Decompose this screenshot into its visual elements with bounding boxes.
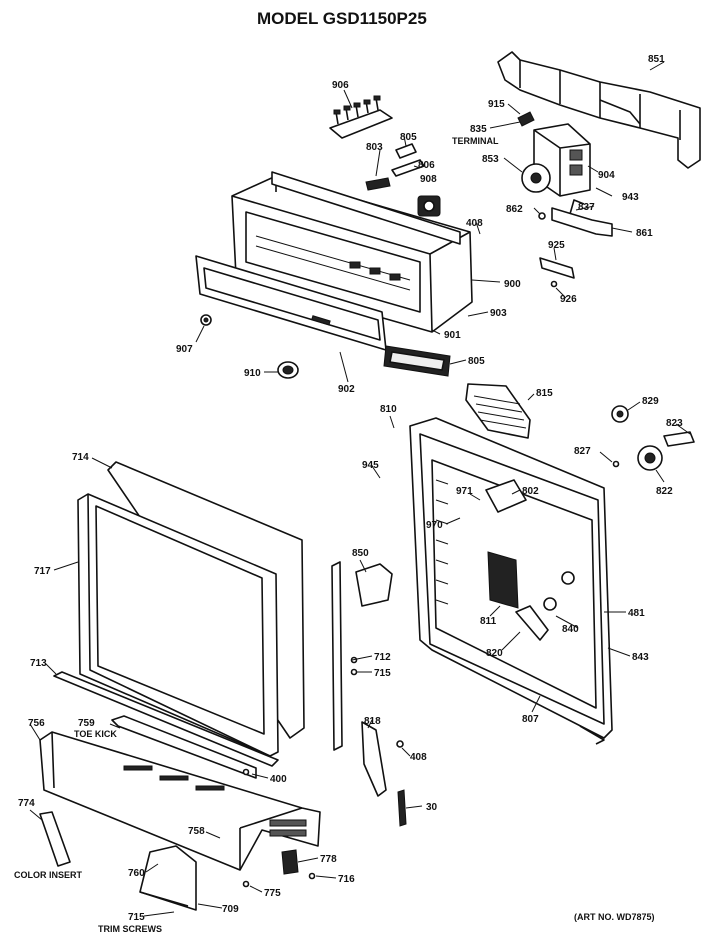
- label-850: 850: [352, 548, 369, 559]
- knob-907: [200, 314, 212, 326]
- switch-block-906: [329, 95, 393, 139]
- label-827: 827: [574, 446, 591, 457]
- motor-908: [417, 195, 441, 217]
- label-823: 823: [666, 418, 683, 429]
- label-716: 716: [338, 874, 355, 885]
- label-907: 907: [176, 344, 193, 355]
- label-900: 900: [504, 279, 521, 290]
- label-903: 903: [490, 308, 507, 319]
- label-904: 904: [598, 170, 615, 181]
- label-774: 774: [18, 798, 35, 809]
- label-908: 908: [420, 174, 437, 185]
- label-758: 758: [188, 826, 205, 837]
- side-trim-712: [331, 561, 358, 751]
- label-713: 713: [30, 658, 47, 669]
- frame-bracket-851: [497, 51, 701, 169]
- label-803: 803: [366, 142, 383, 153]
- vent-815: [465, 383, 531, 439]
- art-number: (ART NO. WD7875): [574, 912, 655, 922]
- label-925: 925: [548, 240, 565, 251]
- label-945: 945: [362, 460, 379, 471]
- label-759: 759: [78, 718, 95, 729]
- label-806: 806: [418, 160, 435, 171]
- label-805b: 805: [468, 356, 485, 367]
- label-915: 915: [488, 99, 505, 110]
- caption-trim-screws: TRIM SCREWS: [98, 924, 162, 934]
- label-902: 902: [338, 384, 355, 395]
- label-815: 815: [536, 388, 553, 399]
- bracket-850: [355, 563, 393, 607]
- caption-toe-kick: TOE KICK: [74, 729, 117, 739]
- label-714: 714: [72, 452, 89, 463]
- label-820: 820: [486, 648, 503, 659]
- hinge-818: [361, 721, 404, 797]
- spring-30: [397, 789, 407, 827]
- toe-kick-756: [39, 715, 321, 871]
- label-778: 778: [320, 854, 337, 865]
- label-970: 970: [426, 520, 443, 531]
- label-715b: 715: [128, 912, 145, 923]
- label-709: 709: [222, 904, 239, 915]
- label-910: 910: [244, 368, 261, 379]
- kick-plate-709: [139, 845, 250, 911]
- label-822: 822: [656, 486, 673, 497]
- label-926: 926: [560, 294, 577, 305]
- label-818: 818: [364, 716, 381, 727]
- clip-778: [281, 849, 316, 880]
- label-901: 901: [444, 330, 461, 341]
- label-810: 810: [380, 404, 397, 415]
- timer-904: [517, 111, 591, 197]
- label-408b: 408: [410, 752, 427, 763]
- label-807: 807: [522, 714, 539, 725]
- label-802: 802: [522, 486, 539, 497]
- label-400: 400: [270, 774, 287, 785]
- part-labels: 851 906 915 835 805 803 806 908 853 904 …: [18, 54, 683, 923]
- label-971: 971: [456, 486, 473, 497]
- label-30: 30: [426, 802, 438, 813]
- label-805: 805: [400, 132, 417, 143]
- label-943: 943: [622, 192, 639, 203]
- label-715: 715: [374, 668, 391, 679]
- label-775: 775: [264, 888, 281, 899]
- label-840: 840: [562, 624, 579, 635]
- label-756: 756: [28, 718, 45, 729]
- leader-lines: [29, 61, 691, 917]
- trim-713: [53, 671, 279, 767]
- label-811: 811: [480, 616, 497, 627]
- door-inner-panel-843: [409, 417, 613, 745]
- color-insert-774: [39, 811, 71, 867]
- label-712: 712: [374, 652, 391, 663]
- label-861: 861: [636, 228, 653, 239]
- label-862: 862: [506, 204, 523, 215]
- model-title: MODEL GSD1150P25: [257, 9, 427, 28]
- label-851: 851: [648, 54, 665, 65]
- label-853: 853: [482, 154, 499, 165]
- label-837: 837: [578, 202, 595, 213]
- bracket-861: [538, 199, 613, 237]
- nameplate-805: [383, 345, 451, 377]
- label-408: 408: [466, 218, 483, 229]
- label-835: 835: [470, 124, 487, 135]
- label-829: 829: [642, 396, 659, 407]
- label-481: 481: [628, 608, 645, 619]
- knob-910: [277, 361, 299, 379]
- caption-terminal: TERMINAL: [452, 136, 499, 146]
- label-906: 906: [332, 80, 349, 91]
- switch-925: [539, 257, 575, 288]
- label-717: 717: [34, 566, 51, 577]
- outer-door-717: [77, 461, 305, 757]
- label-843: 843: [632, 652, 649, 663]
- caption-color-insert: COLOR INSERT: [14, 870, 83, 880]
- small-switch-parts: [365, 143, 425, 191]
- dispenser-knob-822: [611, 405, 695, 471]
- label-760: 760: [128, 868, 145, 879]
